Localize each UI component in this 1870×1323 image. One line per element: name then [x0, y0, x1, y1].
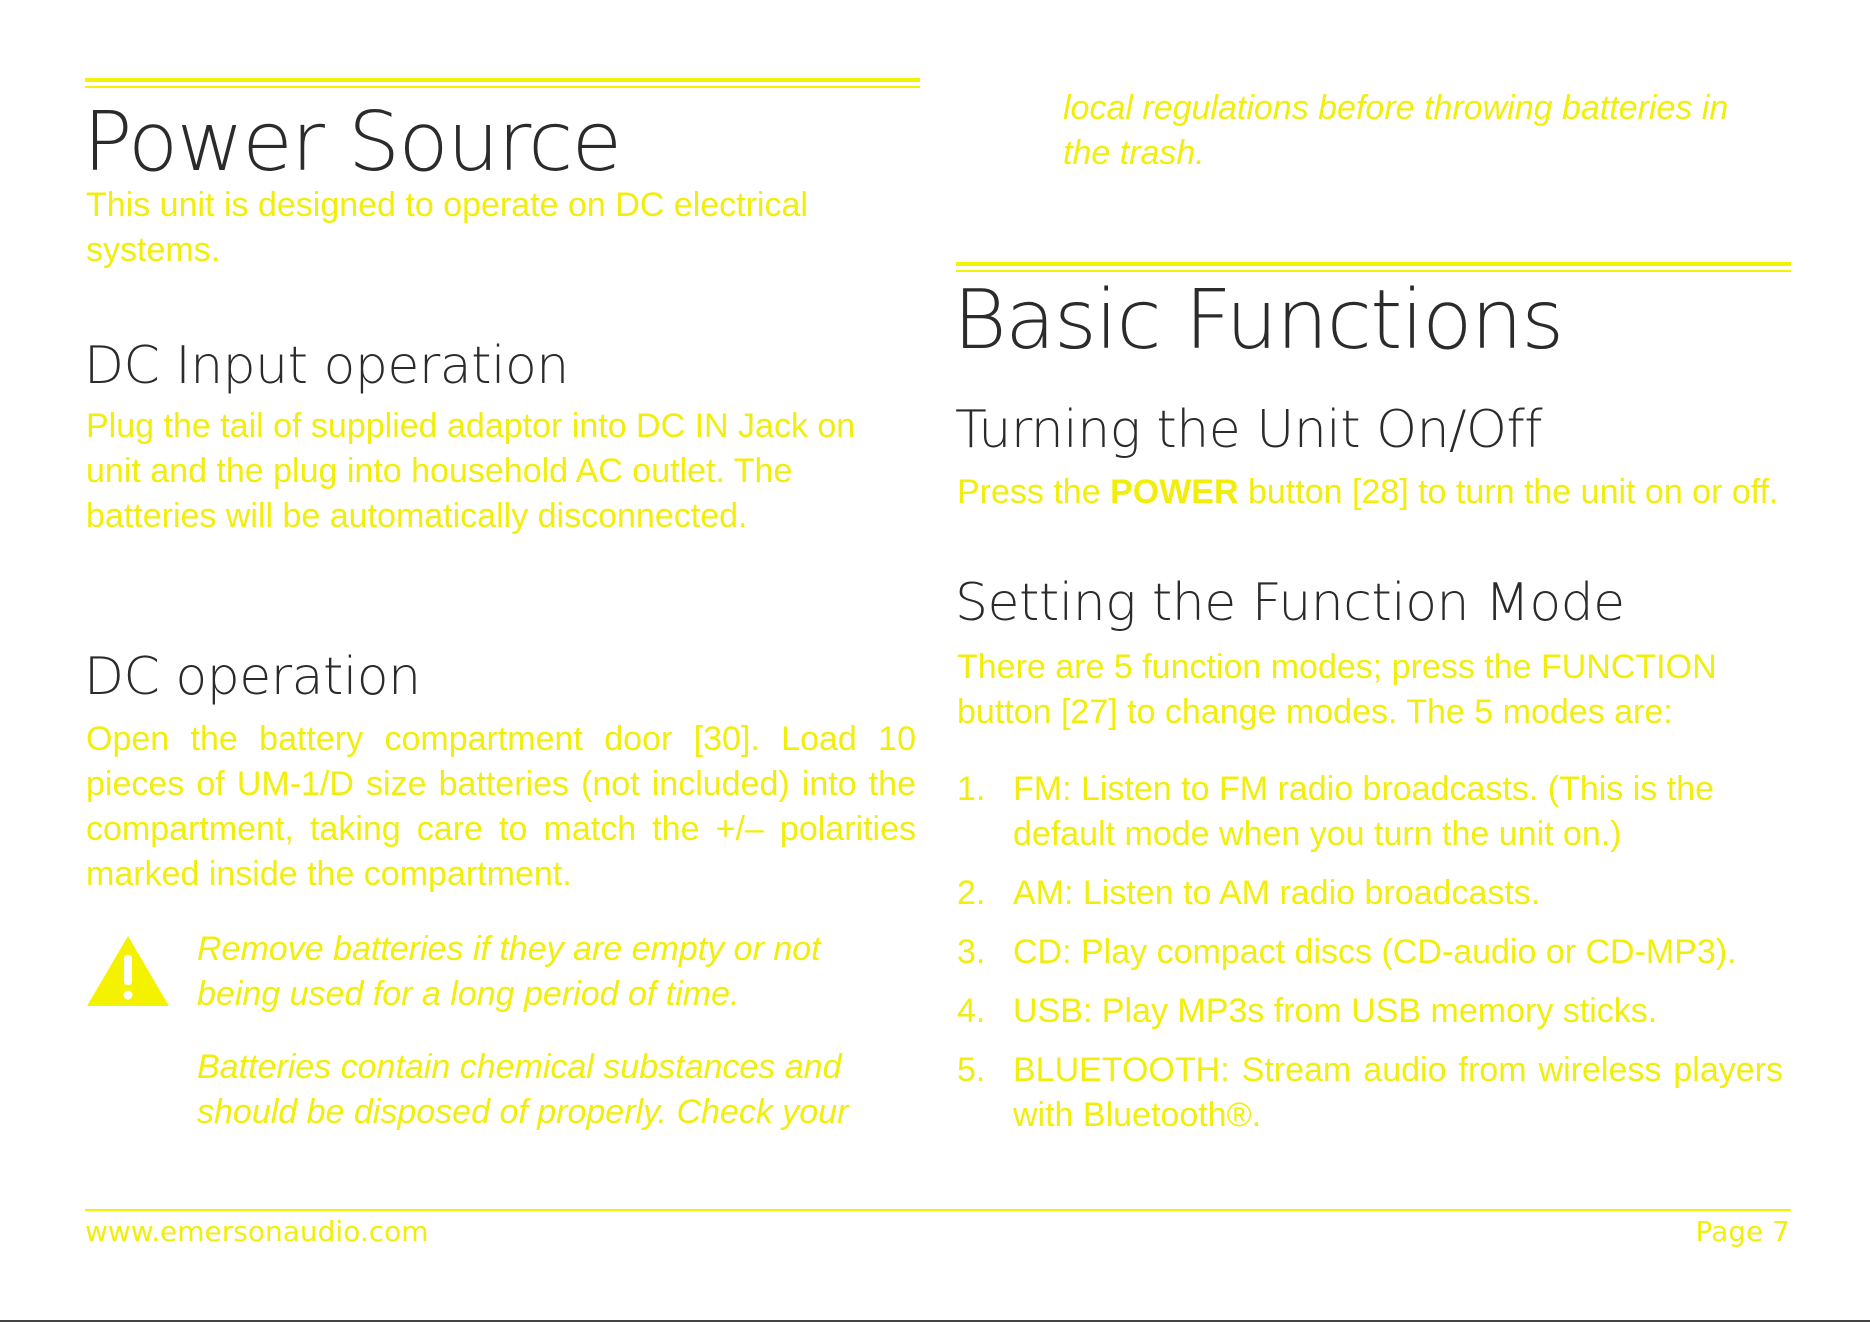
basic-functions-heading: Basic Functions — [953, 273, 1564, 368]
power-source-rule — [85, 78, 920, 88]
warning-text-remove: Remove batteries if they are empty or no… — [197, 930, 821, 1013]
list-item: 1. FM: Listen to FM radio broadcasts. (Th… — [957, 767, 1783, 857]
footer-website-link[interactable]: www.emersonaudio.com — [85, 1215, 429, 1248]
basic-functions-rule — [956, 262, 1791, 272]
list-item: 2. AM: Listen to AM radio broadcasts. — [957, 871, 1783, 916]
dc-operation-body: Open the battery compartment door [30]. … — [86, 720, 916, 893]
list-item-number: 5. — [957, 1051, 986, 1089]
footer-page-number: Page 7 — [1695, 1215, 1791, 1248]
warning-text-continued: local regulations before throwing batter… — [1063, 89, 1729, 172]
list-item-text: CD: Play compact discs (CD-audio or CD-M… — [1013, 933, 1737, 971]
power-keyword: POWER — [1110, 473, 1239, 511]
dc-operation-heading: DC operation — [84, 647, 421, 707]
function-mode-heading: Setting the Function Mode — [955, 573, 1625, 633]
on-off-body-pre: Press the — [957, 473, 1111, 511]
on-off-heading: Turning the Unit On/Off — [955, 400, 1543, 460]
on-off-body-post: button [28] to turn the unit on or off. — [1238, 473, 1779, 511]
dc-input-body: Plug the tail of supplied adaptor into D… — [86, 407, 856, 535]
list-item-number: 3. — [957, 933, 986, 971]
list-item-number: 1. — [957, 770, 986, 808]
power-source-heading: Power Source — [83, 95, 622, 190]
list-item-text: FM: Listen to FM radio broadcasts. (This… — [1013, 770, 1715, 853]
page-bottom-edge — [0, 1320, 1870, 1322]
function-mode-body: There are 5 function modes; press the FU… — [957, 648, 1717, 731]
list-item: 3. CD: Play compact discs (CD-audio or CD… — [957, 930, 1783, 975]
function-mode-list: 1. FM: Listen to FM radio broadcasts. (Th… — [957, 767, 1783, 1152]
on-off-body: Press the POWER button [28] to turn the … — [957, 470, 1797, 515]
list-item-number: 4. — [957, 992, 986, 1030]
list-item-text: AM: Listen to AM radio broadcasts. — [1013, 874, 1541, 912]
list-item-text: USB: Play MP3s from USB memory sticks. — [1013, 992, 1658, 1030]
warning-triangle-icon — [87, 936, 169, 1006]
list-item: 5. BLUETOOTH: Stream audio from wireless … — [957, 1048, 1783, 1138]
footer-rule — [85, 1209, 1791, 1211]
list-item: 4. USB: Play MP3s from USB memory sticks. — [957, 989, 1783, 1034]
warning-text-dispose: Batteries contain chemical substances an… — [197, 1048, 849, 1131]
dc-input-heading: DC Input operation — [84, 336, 569, 396]
list-item-number: 2. — [957, 874, 986, 912]
list-item-text: BLUETOOTH: Stream audio from wireless pl… — [1013, 1051, 1783, 1134]
power-source-body: This unit is designed to operate on DC e… — [86, 186, 808, 269]
